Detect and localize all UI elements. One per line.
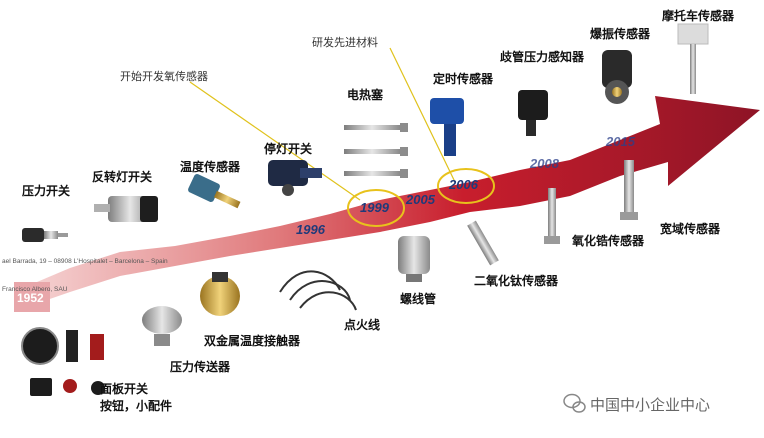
- year-2015: 2015: [606, 134, 635, 149]
- address-line-2: Francisco Albero, SAU: [2, 286, 68, 293]
- reverse-light-switch-image: [94, 196, 158, 222]
- manifold-pressure-image: [518, 90, 548, 136]
- label-temp-sensor: 温度传感器: [180, 160, 241, 174]
- arrow-tail-block: [14, 282, 50, 312]
- label-bimetal-contactor: 双金属温度接触器: [204, 334, 301, 348]
- label-solenoid: 螺线管: [400, 292, 437, 306]
- label-titania-o2: 二氧化钛传感器: [474, 274, 559, 288]
- panel-switch-image: [21, 327, 105, 396]
- arrow-body: [18, 96, 760, 310]
- motorcycle-sensor-image: [677, 23, 709, 94]
- label-knock-sensor: 爆振传感器: [590, 27, 651, 41]
- titania-o2-image: [467, 220, 499, 266]
- circle-1999: [347, 189, 405, 227]
- year-1996: 1996: [296, 222, 325, 237]
- label-glow-plug: 电热塞: [347, 88, 384, 102]
- timing-sensor-image: [430, 98, 464, 156]
- label-brake-light-switch: 停灯开关: [264, 142, 313, 156]
- label-wideband-sensor: 宽域传感器: [660, 222, 721, 236]
- circle-2006: [437, 168, 495, 204]
- label-pressure-switch: 压力开关: [22, 184, 71, 198]
- solenoid-image: [398, 236, 430, 282]
- label-ignition-wire: 点火线: [344, 318, 381, 332]
- bimetal-contactor-image: [200, 272, 240, 316]
- label-reverse-light-switch: 反转灯开关: [92, 170, 153, 184]
- pressure-sender-image: [142, 306, 182, 346]
- label-motorcycle-sensor: 摩托车传感器: [662, 9, 735, 23]
- knock-sensor-image: [602, 50, 632, 104]
- label-zirconia-o2: 氧化锆传感器: [572, 234, 645, 248]
- label-manifold-pressure: 歧管压力感知器: [500, 50, 585, 64]
- temp-sensor-image: [188, 174, 241, 209]
- address-line-1: ael Barrada, 19 – 08908 L'Hospitalet – B…: [2, 258, 168, 265]
- watermark-text: 中国中小企业中心: [590, 396, 711, 414]
- zirconia-o2-image: [544, 188, 560, 244]
- year-1952: 1952: [17, 291, 44, 305]
- year-1999: 1999: [360, 200, 389, 215]
- label-timing-sensor: 定时传感器: [433, 72, 494, 86]
- label-pressure-sender: 压力传送器: [170, 360, 231, 374]
- year-2006: 2006: [449, 177, 478, 192]
- pressure-switch-image: [22, 228, 68, 242]
- year-2008: 2008: [530, 156, 559, 171]
- timeline-arrow: [14, 96, 760, 312]
- callout-line-o2: [189, 81, 361, 201]
- wideband-sensor-image: [620, 160, 638, 220]
- callout-line-materials: [389, 47, 456, 183]
- brake-light-switch-image: [268, 160, 322, 196]
- ignition-wire-image: [279, 270, 357, 311]
- year-2005: 2005: [406, 192, 435, 207]
- wechat-icon: [563, 393, 586, 413]
- annotation-advanced-materials: 研发先进材料: [312, 36, 378, 49]
- annotation-start-o2: 开始开发氧传感器: [120, 70, 208, 83]
- label-panel-switch: 面板开关: [100, 382, 149, 396]
- glow-plug-image: [344, 123, 408, 178]
- label-buttons-parts: 按钮，小配件: [100, 399, 173, 413]
